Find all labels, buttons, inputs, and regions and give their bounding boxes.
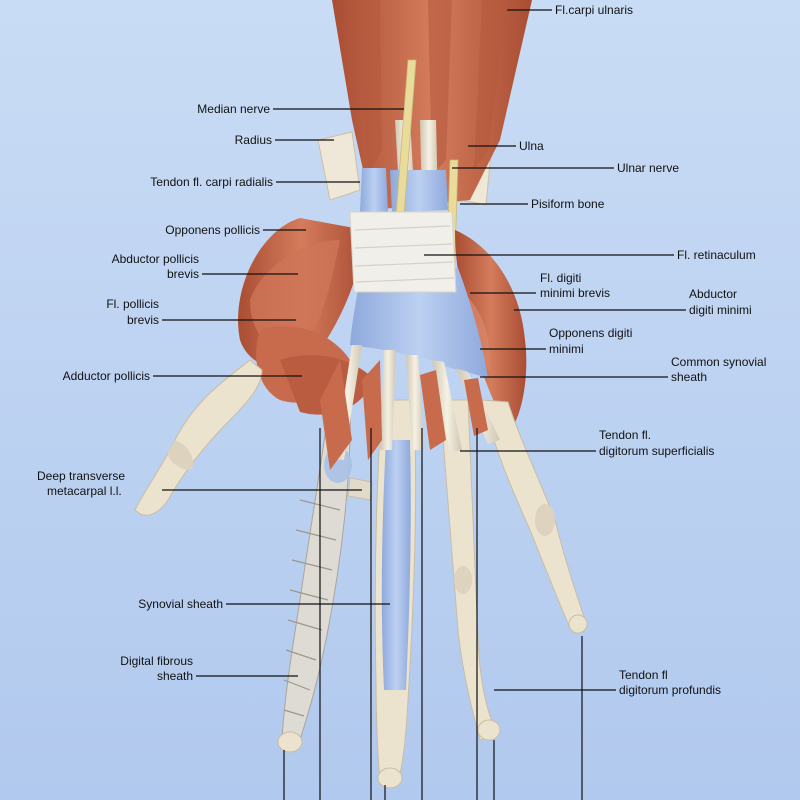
leader-lines bbox=[153, 9, 686, 800]
label-opponens-pollicis: Opponens pollicis bbox=[165, 223, 260, 237]
forearm bbox=[317, 0, 532, 291]
little-finger-joint bbox=[535, 504, 555, 536]
common-synovial-sheath-shape bbox=[350, 268, 488, 378]
middle-fingertip bbox=[377, 767, 403, 789]
palm-tendon bbox=[380, 350, 396, 450]
thumb-phalanges bbox=[134, 359, 263, 516]
thumb bbox=[134, 359, 263, 516]
label-tendon-fl-digitorum-superficialis-line2: digitorum superficialis bbox=[599, 444, 714, 458]
palm-tendon bbox=[432, 360, 462, 452]
label-deep-transverse-metacarpal-line2: metacarpal l.l. bbox=[47, 484, 122, 498]
label-digital-fibrous-sheath-line2: sheath bbox=[157, 669, 193, 683]
label-ulna: Ulna bbox=[519, 139, 544, 153]
fingers bbox=[277, 345, 588, 789]
label-tendon-fl-digitorum-profundis-line1: Tendon fl bbox=[619, 668, 668, 682]
label-radius: Radius bbox=[235, 133, 272, 147]
finger-synovial-sheath bbox=[381, 440, 411, 690]
label-abductor-pollicis-brevis-line1: Abductor pollicis bbox=[112, 252, 199, 266]
lumbrical-muscle bbox=[464, 378, 488, 436]
labels: Fl.carpi ulnaris Median nerve Radius Uln… bbox=[37, 3, 766, 697]
label-synovial-sheath: Synovial sheath bbox=[138, 597, 223, 611]
lumbrical-muscle bbox=[420, 370, 446, 450]
palm-center bbox=[349, 211, 488, 378]
abductor-digiti-minimi-muscle bbox=[455, 230, 527, 430]
label-common-synovial-sheath-line1: Common synovial bbox=[671, 355, 766, 369]
thumb-joint bbox=[168, 440, 194, 470]
label-opponens-digiti-minimi-line1: Opponens digiti bbox=[549, 326, 632, 340]
lumbrical-muscle bbox=[320, 360, 352, 470]
little-fingertip bbox=[568, 614, 588, 634]
label-opponens-digiti-minimi-line2: minimi bbox=[549, 342, 584, 356]
label-abductor-digiti-minimi-line2: digiti minimi bbox=[689, 303, 752, 317]
forearm-muscle-fiber bbox=[474, 0, 508, 170]
index-fingertip bbox=[277, 731, 303, 753]
label-deep-transverse-metacarpal-line1: Deep transverse bbox=[37, 469, 125, 483]
ring-fingertip bbox=[477, 719, 501, 741]
label-abductor-pollicis-brevis-line2: brevis bbox=[167, 267, 199, 281]
label-median-nerve: Median nerve bbox=[197, 102, 270, 116]
flexor-retinaculum-band bbox=[349, 211, 457, 293]
abductor-pollicis-brevis-muscle bbox=[250, 240, 340, 353]
palm-tendon bbox=[406, 355, 424, 450]
radius-bone bbox=[317, 131, 361, 201]
label-ulnar-nerve: Ulnar nerve bbox=[617, 161, 679, 175]
label-fl-digiti-minimi-brevis-line1: Fl. digiti bbox=[540, 271, 581, 285]
thenar-muscles bbox=[238, 218, 375, 415]
label-tendon-fl-digitorum-profundis-line2: digitorum profundis bbox=[619, 683, 721, 697]
label-fl-digiti-minimi-brevis-line2: minimi brevis bbox=[540, 286, 610, 300]
lumbrical-muscle bbox=[362, 360, 382, 460]
carpi-radialis-sheath bbox=[360, 168, 388, 212]
forearm-muscle-fiber bbox=[356, 0, 382, 175]
label-adductor-pollicis: Adductor pollicis bbox=[63, 369, 150, 383]
label-fl-carpi-ulnaris: Fl.carpi ulnaris bbox=[555, 3, 633, 17]
label-fl-pollicis-brevis-line2: brevis bbox=[127, 313, 159, 327]
label-digital-fibrous-sheath-line1: Digital fibrous bbox=[120, 654, 193, 668]
label-tendon-fl-digitorum-superficialis-line1: Tendon fl. bbox=[599, 428, 651, 442]
deep-transverse-metacarpal-ligament bbox=[347, 477, 373, 501]
label-abductor-digiti-minimi-line1: Abductor bbox=[689, 287, 737, 301]
label-pisiform-bone: Pisiform bone bbox=[531, 197, 605, 211]
label-fl-retinaculum: Fl. retinaculum bbox=[677, 248, 756, 262]
label-fl-pollicis-brevis-line1: Fl. pollicis bbox=[106, 297, 159, 311]
label-tendon-fl-carpi-radialis: Tendon fl. carpi radialis bbox=[150, 175, 273, 189]
retinaculum-fibers bbox=[354, 225, 455, 283]
ring-finger-joint bbox=[454, 566, 472, 594]
label-common-synovial-sheath-line2: sheath bbox=[671, 370, 707, 384]
